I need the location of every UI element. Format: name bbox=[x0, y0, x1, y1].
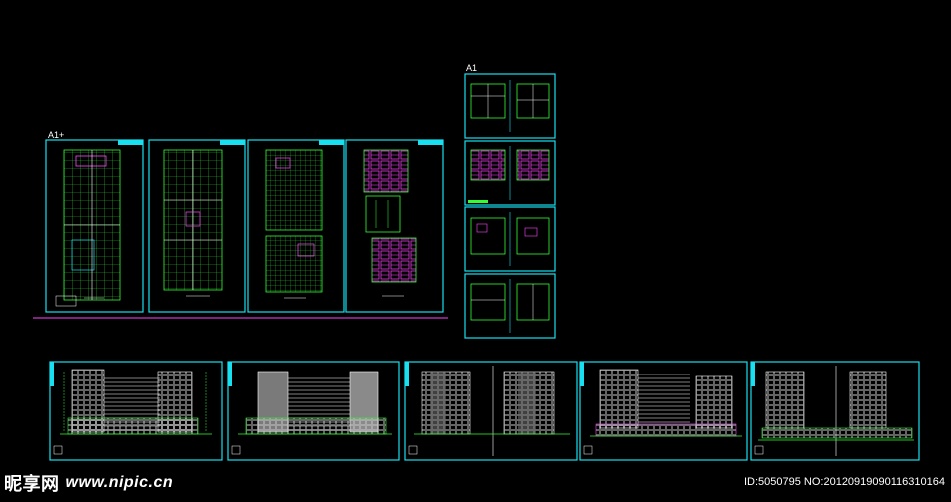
watermark-url: www.nipic.cn bbox=[65, 474, 174, 491]
watermark-brand: 昵享网 www.nipic.cn bbox=[4, 470, 173, 496]
small-plan-sheet-3[interactable] bbox=[464, 206, 556, 272]
small-plan-sheet-4[interactable] bbox=[464, 273, 556, 339]
floor-plan-sheet-1[interactable] bbox=[45, 139, 144, 313]
plan-sheet-group-a1 bbox=[464, 73, 556, 339]
elevation-sheet-5[interactable] bbox=[750, 361, 920, 461]
plan-sheet-group-a1plus bbox=[33, 139, 448, 319]
watermark-brand-name: 昵享网 bbox=[4, 474, 60, 494]
floor-plan-sheet-4[interactable] bbox=[345, 139, 444, 313]
small-plan-sheet-2[interactable] bbox=[464, 140, 556, 206]
small-plan-sheet-1[interactable] bbox=[464, 73, 556, 139]
elevation-sheet-group bbox=[49, 361, 920, 461]
floor-plan-sheet-3[interactable] bbox=[247, 139, 345, 313]
group-label-a1: A1 bbox=[466, 63, 478, 73]
watermark-id: ID:5050795 NO:20120919090116310164 bbox=[743, 476, 945, 488]
elevation-sheet-2[interactable] bbox=[227, 361, 400, 461]
elevation-sheet-3[interactable] bbox=[404, 361, 578, 461]
floor-plan-sheet-2[interactable] bbox=[148, 139, 246, 313]
elevation-sheet-4[interactable] bbox=[579, 361, 748, 461]
group-label-a1plus: A1+ bbox=[48, 130, 65, 140]
elevation-sheet-1[interactable] bbox=[49, 361, 223, 461]
